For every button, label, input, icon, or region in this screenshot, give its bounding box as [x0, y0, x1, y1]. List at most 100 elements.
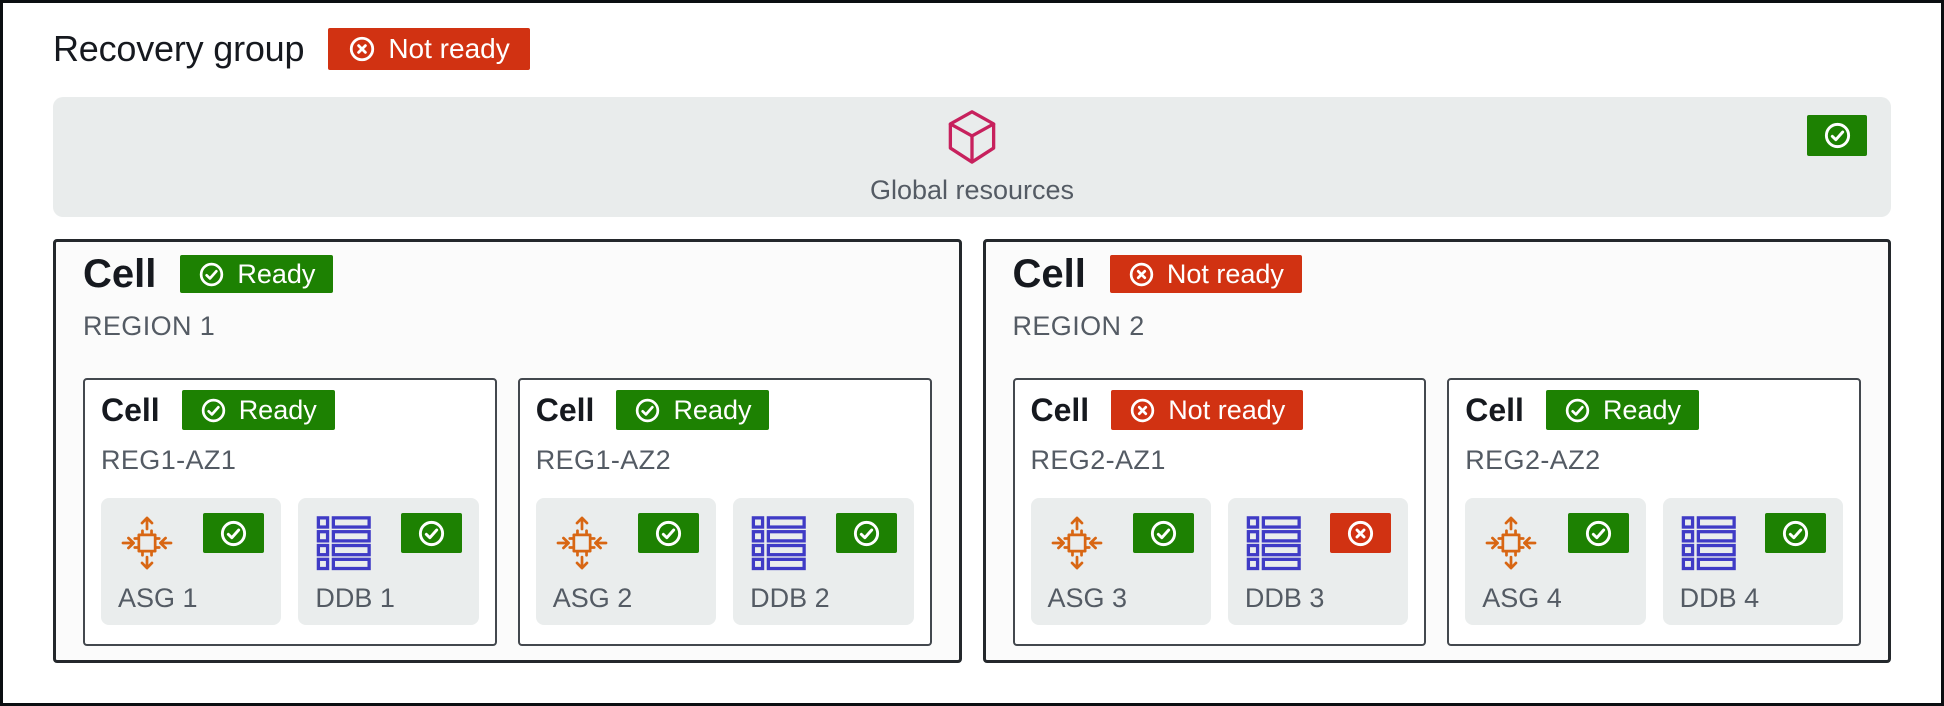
check-circle-icon	[200, 397, 227, 424]
cell-title: Cell	[83, 252, 157, 296]
resource-label: ASG 3	[1047, 583, 1128, 613]
global-resources-label: Global resources	[869, 174, 1075, 205]
resource-tiles: ASG 2	[535, 498, 914, 625]
resource-label: ASG 4	[1482, 583, 1562, 613]
resource-tile-ddb-2: DDB 2	[733, 498, 914, 625]
resource-label: DDB 3	[1244, 583, 1325, 613]
status-badge-label: Ready	[1602, 394, 1681, 425]
az-name-label: REG2-AZ1	[1030, 445, 1166, 475]
resource-status-badge	[638, 513, 700, 553]
region-1-cell: Cell Ready REGION 1 Cell Ready	[53, 239, 962, 663]
az-status-badge: Not ready	[1111, 390, 1304, 430]
resource-label: ASG 1	[118, 583, 198, 613]
autoscaling-group-icon	[1482, 513, 1540, 573]
az-cell-reg1-az1: Cell Ready REG1-AZ1	[83, 378, 497, 646]
cell-title: Cell	[1012, 252, 1086, 296]
az-status-badge: Ready	[181, 390, 335, 430]
region-2-status-badge: Not ready	[1109, 255, 1302, 293]
resource-tile-top	[1680, 513, 1826, 573]
regions-row: Cell Ready REGION 1 Cell Ready	[53, 239, 1891, 663]
az-name-label: REG2-AZ2	[1465, 445, 1601, 475]
resource-status-badge	[1765, 513, 1826, 553]
region-2-cell-header: Cell Not ready	[1013, 254, 1862, 294]
x-circle-icon	[1129, 397, 1156, 424]
x-circle-icon	[348, 35, 376, 63]
check-circle-icon	[654, 519, 683, 548]
dynamodb-table-icon	[315, 513, 373, 573]
cube-icon	[946, 109, 998, 165]
page-title: Recovery group	[53, 28, 305, 69]
az-cell-reg1-az2: Cell Ready REG1-AZ2	[517, 378, 932, 646]
check-circle-icon	[219, 519, 248, 548]
header: Recovery group Not ready	[3, 3, 1941, 71]
resource-tile-top	[1048, 513, 1194, 573]
status-badge-label: Not ready	[388, 33, 510, 64]
global-resources-panel: Global resources	[53, 97, 1891, 217]
resource-tiles: ASG 1	[101, 498, 479, 625]
resource-tile-top	[1482, 513, 1629, 573]
autoscaling-group-icon	[553, 513, 611, 573]
autoscaling-group-icon	[118, 513, 176, 573]
check-circle-icon	[1781, 519, 1810, 548]
check-circle-icon	[417, 519, 446, 548]
status-badge-label: Ready	[238, 394, 317, 425]
az-cell-reg2-az2: Cell Ready REG2-AZ2	[1447, 378, 1861, 646]
resource-label: ASG 2	[552, 583, 633, 613]
check-circle-icon	[1823, 121, 1852, 150]
check-circle-icon	[198, 261, 225, 288]
autoscaling-group-icon	[1048, 513, 1106, 573]
resource-status-badge	[1330, 513, 1392, 553]
resource-status-badge	[400, 513, 462, 553]
resource-tile-asg-3: ASG 3	[1030, 498, 1211, 625]
check-circle-icon	[1149, 519, 1178, 548]
cell-title: Cell	[1030, 392, 1090, 428]
resource-tile-top	[315, 513, 462, 573]
cell-title: Cell	[535, 392, 595, 428]
resource-status-badge	[203, 513, 265, 553]
resource-tile-asg-2: ASG 2	[535, 498, 717, 625]
resource-status-badge	[1132, 513, 1194, 553]
x-circle-icon	[1346, 519, 1375, 548]
az-status-badge: Ready	[616, 390, 770, 430]
x-circle-icon	[1128, 261, 1155, 288]
resource-label: DDB 4	[1679, 583, 1760, 613]
dynamodb-table-icon	[1680, 513, 1738, 573]
recovery-group-status-badge: Not ready	[328, 28, 530, 70]
resource-tile-top	[553, 513, 700, 573]
az-name-label: REG1-AZ1	[101, 445, 237, 475]
az-cell-header: Cell Not ready	[1031, 390, 1409, 430]
check-circle-icon	[852, 519, 881, 548]
status-badge-label: Not ready	[1166, 258, 1284, 289]
check-circle-icon	[634, 397, 661, 424]
resource-tile-ddb-4: DDB 4	[1662, 498, 1843, 625]
global-status-badge	[1807, 115, 1867, 156]
resource-tile-top	[1245, 513, 1392, 573]
region-1-status-badge: Ready	[180, 255, 334, 293]
az-cell-header: Cell Ready	[1465, 390, 1843, 430]
check-circle-icon	[1564, 397, 1591, 424]
status-badge-label: Ready	[237, 258, 316, 289]
resource-tile-ddb-1: DDB 1	[298, 498, 479, 625]
dynamodb-table-icon	[750, 513, 808, 573]
status-badge-label: Ready	[673, 394, 752, 425]
region-1-cell-header: Cell Ready	[83, 254, 932, 294]
az-cell-header: Cell Ready	[101, 390, 479, 430]
resource-tile-top	[750, 513, 897, 573]
check-circle-icon	[1584, 519, 1613, 548]
resource-tile-ddb-3: DDB 3	[1227, 498, 1409, 625]
resource-status-badge	[1567, 513, 1629, 553]
resource-tile-top	[118, 513, 265, 573]
cell-title: Cell	[101, 392, 160, 428]
az-status-badge: Ready	[1545, 390, 1699, 430]
resource-label: DDB 1	[315, 583, 395, 613]
region-1-label: REGION 1	[83, 311, 216, 341]
resource-tiles: ASG 4	[1465, 498, 1843, 625]
dynamodb-table-icon	[1245, 513, 1303, 573]
region-2-label: REGION 2	[1012, 311, 1145, 341]
resource-tiles: ASG 3	[1030, 498, 1409, 625]
az-cell-reg2-az1: Cell Not ready REG2-AZ1	[1012, 378, 1427, 646]
az-name-label: REG1-AZ2	[535, 445, 671, 475]
region-2-az-row: Cell Not ready REG2-AZ1	[1012, 378, 1861, 646]
status-badge-label: Not ready	[1168, 394, 1286, 425]
